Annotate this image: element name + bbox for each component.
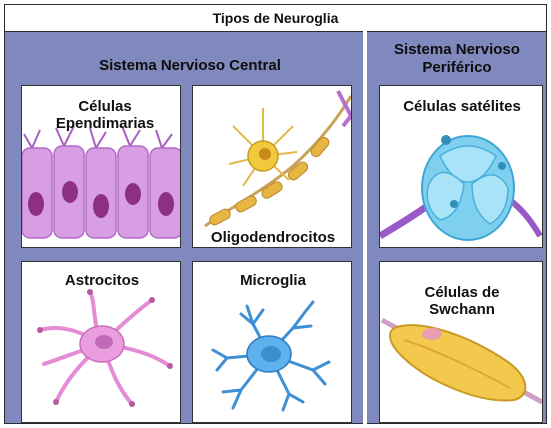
microglia-label: Microglia: [213, 272, 333, 289]
oligodendrocyte-icon: [193, 86, 352, 248]
section-divider: [363, 31, 367, 424]
diagram-title: Tipos de Neuroglia: [5, 5, 546, 32]
card-microglia: Microglia: [192, 261, 352, 423]
peripheral-section-title: Sistema Nervioso Periférico: [371, 41, 543, 77]
card-ependymal: Células Ependimarias: [21, 85, 181, 248]
satellite-label: Células satélites: [380, 98, 543, 115]
ependymal-label: Células Ependimarias: [42, 98, 168, 132]
diagram-frame: Tipos de Neuroglia Sistema Nervioso Cent…: [4, 4, 547, 424]
card-astrocytes: Astrocitos: [21, 261, 181, 423]
card-satellite: Células satélites: [379, 85, 543, 248]
schwann-label: Células de Swchann: [406, 284, 518, 318]
central-section-title: Sistema Nervioso Central: [25, 57, 355, 75]
card-oligodendrocytes: Oligodendrocitos: [192, 85, 352, 248]
astrocytes-label: Astrocitos: [42, 272, 162, 289]
card-schwann: Células de Swchann: [379, 261, 543, 423]
oligodendrocytes-label: Oligodendrocitos: [193, 229, 352, 246]
